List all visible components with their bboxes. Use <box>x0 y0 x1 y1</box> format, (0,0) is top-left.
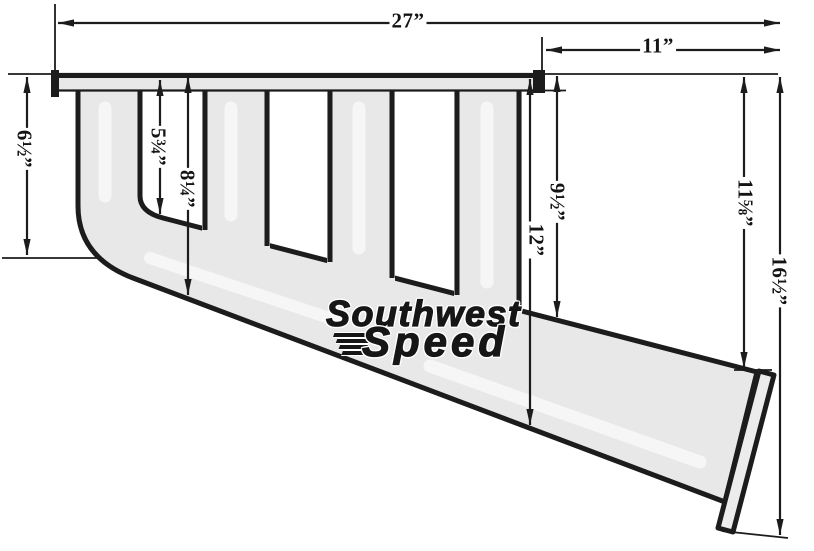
highlight-stripes <box>98 101 707 469</box>
extension-lines <box>2 4 789 539</box>
brand-logo-word2: Speed <box>361 318 509 365</box>
dim-label-outlet-top: 11⅝” <box>733 176 758 230</box>
dim-label-collector-bottom: 8¼” <box>175 167 200 211</box>
brand-logo-word1: Southwest <box>325 293 522 334</box>
dim-label-rear-bottom: 12” <box>524 221 549 259</box>
flange-left-cap <box>51 70 59 97</box>
dim-label-overall-length: 27” <box>389 8 427 33</box>
dim-label-collector-top: 5¾” <box>146 125 171 169</box>
header-flange <box>51 70 545 97</box>
dim-label-outlet-tip: 16½” <box>767 254 792 308</box>
flange-right-cap <box>533 70 545 93</box>
dim-label-rear-overhang: 11” <box>640 33 676 58</box>
dim-label-front-drop: 6½” <box>12 127 37 171</box>
dim-label-rear-top: 9½” <box>545 180 570 224</box>
collector <box>75 85 760 505</box>
